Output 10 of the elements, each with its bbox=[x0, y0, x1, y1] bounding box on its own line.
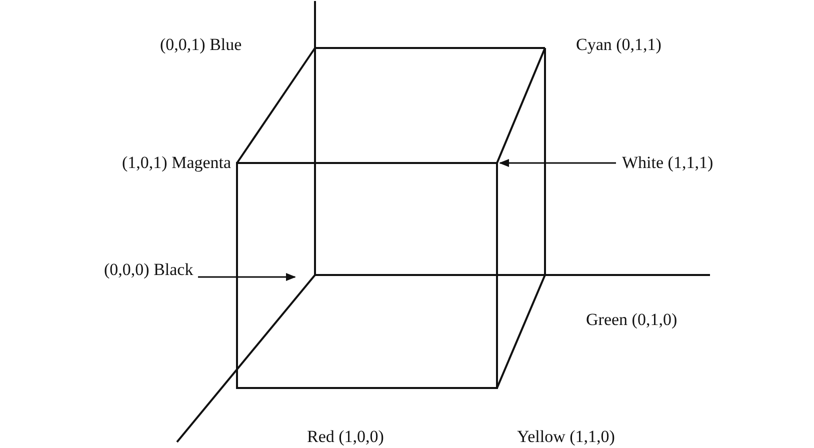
corner-label: Green (0,1,0) bbox=[586, 310, 678, 330]
corner-label: White (1,1,1) bbox=[622, 153, 714, 173]
arrow bbox=[198, 273, 296, 281]
corner-label: Red (1,0,0) bbox=[307, 427, 384, 447]
corner-label: (1,0,1) Magenta bbox=[122, 153, 232, 173]
arrow bbox=[499, 159, 616, 167]
corner-label: (0,0,1) Blue bbox=[160, 35, 242, 55]
corner-label: Yellow (1,1,0) bbox=[517, 427, 615, 447]
corner-label: (0,0,0) Black bbox=[104, 260, 194, 280]
corner-label: Cyan (0,1,1) bbox=[576, 35, 662, 55]
